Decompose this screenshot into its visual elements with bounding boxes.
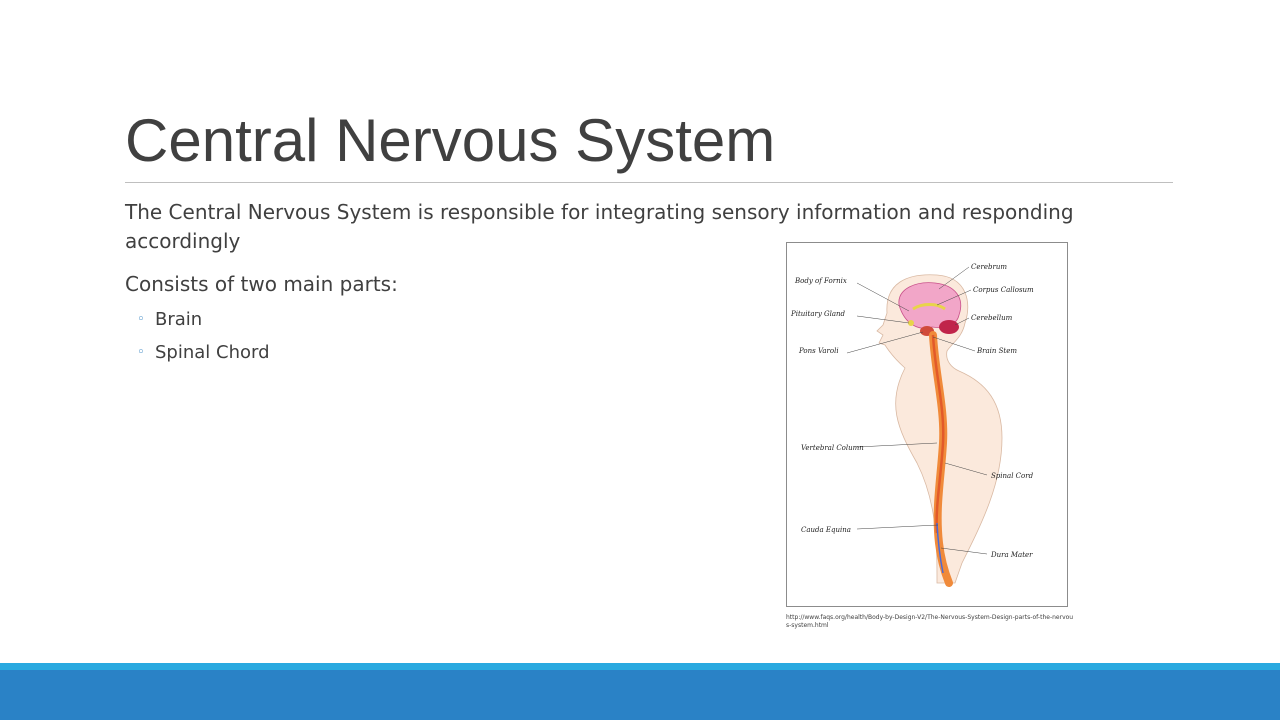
circle-bullet-icon: ◦ [137, 345, 145, 360]
parts-list: ◦ Brain ◦ Spinal Chord [125, 307, 1165, 366]
list-item: ◦ Spinal Chord [125, 340, 1165, 366]
anatomy-diagram: Body of Fornix Pituitary Gland Pons Varo… [790, 263, 1034, 587]
label-pons-varoli: Pons Varoli [798, 347, 839, 355]
label-cerebrum: Cerebrum [971, 263, 1007, 271]
title-divider [125, 182, 1173, 183]
list-item-label: Brain [155, 309, 203, 330]
cauda-equina-shape [936, 522, 944, 574]
label-dura-mater: Dura Mater [990, 551, 1033, 559]
label-body-of-fornix: Body of Fornix [794, 277, 847, 285]
slide-title: Central Nervous System [125, 107, 776, 174]
label-corpus-callosum: Corpus Callosum [973, 286, 1034, 294]
label-cerebellum: Cerebellum [971, 314, 1013, 322]
leader-lines [846, 266, 988, 555]
list-item: ◦ Brain [125, 307, 1165, 333]
label-spinal-cord: Spinal Cord [991, 472, 1034, 480]
nervous-system-illustration: Body of Fornix Pituitary Gland Pons Varo… [786, 242, 1068, 607]
image-source-caption: http://www.faqs.org/health/Body-by-Desig… [786, 614, 1074, 629]
label-brain-stem: Brain Stem [976, 347, 1017, 355]
slide-body: The Central Nervous System is responsibl… [125, 198, 1165, 373]
label-vertebral-column: Vertebral Column [801, 444, 864, 452]
circle-bullet-icon: ◦ [137, 312, 145, 327]
spinal-cord-shape [931, 334, 945, 534]
parts-heading: Consists of two main parts: [125, 272, 398, 296]
footer-band [0, 670, 1280, 720]
list-item-label: Spinal Chord [155, 342, 270, 363]
pituitary-shape [908, 320, 914, 326]
footer-accent-stripe [0, 663, 1280, 670]
intro-paragraph: The Central Nervous System is responsibl… [125, 200, 1074, 253]
label-cauda-equina: Cauda Equina [801, 526, 851, 534]
label-pituitary-gland: Pituitary Gland [790, 310, 846, 318]
cerebellum-shape [939, 320, 959, 334]
corpus-callosum-shape [912, 303, 946, 311]
